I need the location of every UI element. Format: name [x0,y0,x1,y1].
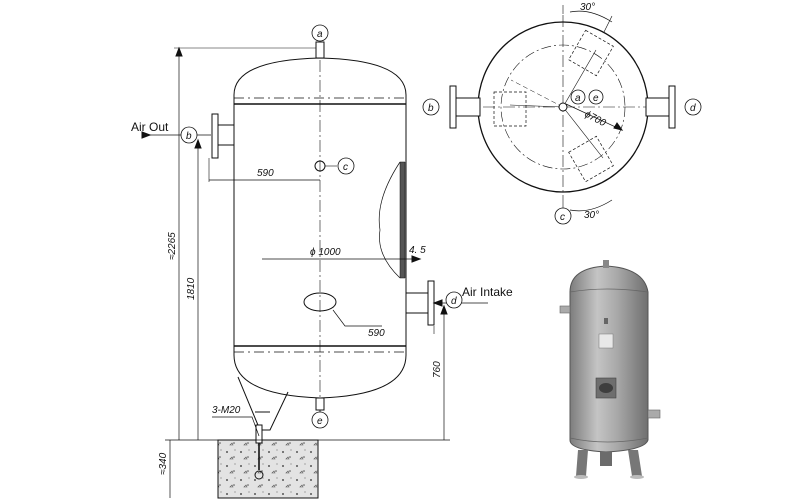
dim-590-top: 590 [257,168,274,179]
tag-d-top [684,98,702,116]
dim-anchor-bolts: 3-M20 [212,405,241,416]
tag-a-text-front: a [317,29,323,40]
tag-b-front [180,126,198,144]
nozzle-b [211,113,219,159]
tag-c-text-top: c [560,212,565,223]
air-intake-label: Air Intake [462,285,513,299]
manhole [303,292,337,312]
air-out-label: Air Out [131,120,169,134]
tag-e-text-front: e [317,416,323,427]
dim-overall-height: ≈2265 [167,232,178,260]
tag-c-front [337,157,355,175]
tag-a-top [570,89,586,105]
front-tags [180,24,463,429]
tag-a-front [311,24,329,42]
dim-590-bottom: 590 [368,328,385,339]
tag-b-text-front: b [186,131,192,142]
top-center-port [558,102,568,112]
support-leg [237,376,289,431]
dim-shell-height: 1810 [186,277,197,300]
top-nozzle-d [668,85,676,129]
top-angle-upper: 30° [580,2,595,13]
tag-d-front [445,291,463,309]
tag-b-text-top: b [428,103,434,114]
nozzle-a [315,41,325,59]
tank-photo [559,260,661,479]
top-angle-lower: 30° [584,210,599,221]
dim-intake-height: 760 [432,361,443,378]
top-tags [422,89,702,225]
tag-b-top [422,98,440,116]
dim-wall-thickness: 4. 5 [409,245,426,256]
tank-shell [233,57,407,399]
tag-c-text-front: c [343,162,348,173]
tag-d-text-front: d [451,296,457,307]
wall-section [399,161,406,279]
top-view [449,5,676,212]
tag-e-front [311,411,329,429]
tag-e-text-top: e [593,93,599,104]
nozzle-e [315,397,325,411]
tag-e-top [588,89,604,105]
tag-c-top [554,207,572,225]
concrete-foundation [217,439,319,499]
tag-d-text-top: d [690,103,696,114]
dim-base-height: ≈340 [158,452,169,475]
top-nozzle-b [449,85,457,129]
dim-shell-diameter: ϕ 1000 [310,247,341,258]
top-pcd: ϕ700 [583,109,608,129]
front-elevation [141,40,488,499]
tag-a-text-top: a [575,93,581,104]
